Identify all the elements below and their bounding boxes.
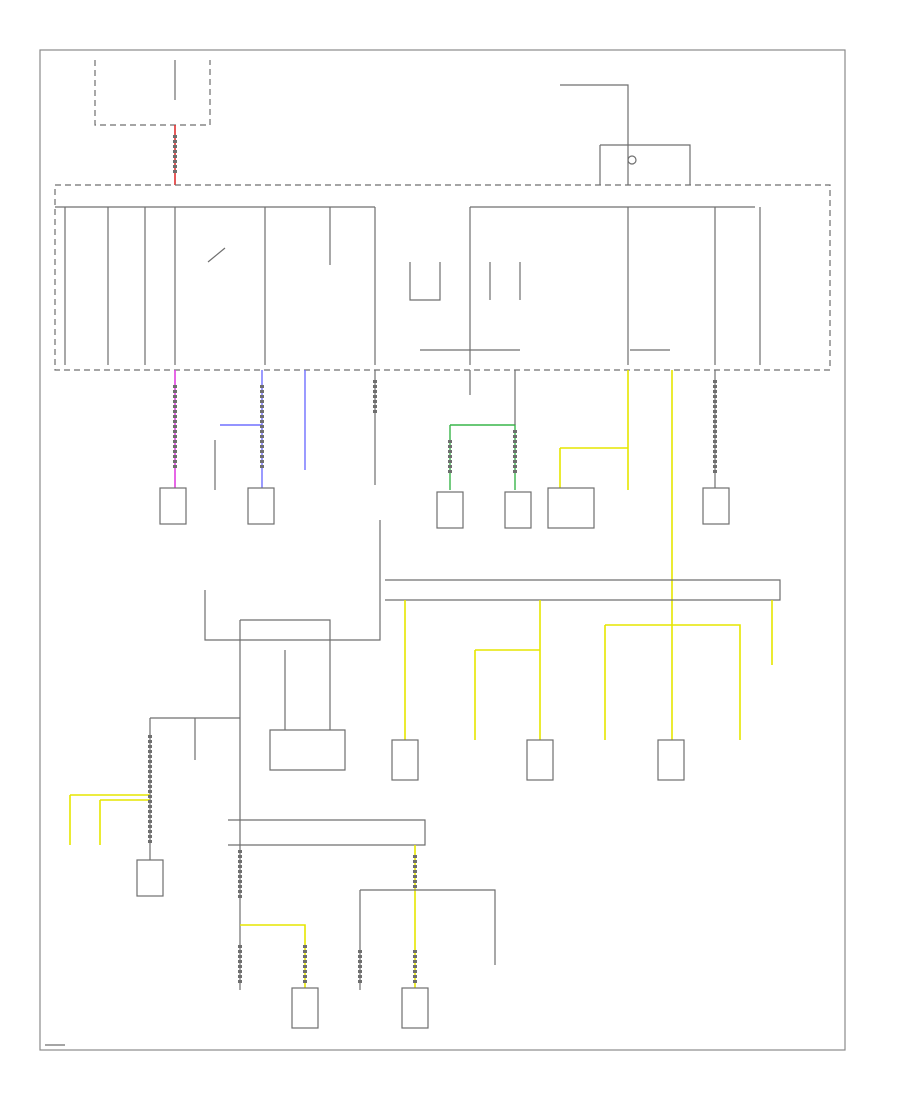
component-lower-2 xyxy=(526,739,554,781)
under-dash-fuse-box xyxy=(54,184,831,371)
component-right xyxy=(702,487,730,525)
radio-unit xyxy=(247,487,275,525)
component-center-left xyxy=(436,491,464,529)
component-lower-1 xyxy=(391,739,419,781)
yellow-drops-2 xyxy=(604,600,773,740)
lower-relay xyxy=(269,729,346,771)
bottom-connectors xyxy=(238,850,417,985)
component-bottom-1 xyxy=(291,987,319,1029)
green-feed xyxy=(469,370,516,425)
yellow-drops-1 xyxy=(404,600,541,740)
lower-left-branch xyxy=(149,717,240,860)
left-fuse-branches xyxy=(64,207,376,365)
bottom-yellow-branch xyxy=(240,924,306,990)
diagram-frame xyxy=(39,49,846,1051)
connector-green xyxy=(448,430,517,475)
component-bottom-2 xyxy=(401,987,429,1029)
relay-coil-icon xyxy=(627,155,637,165)
lower-left-yellow xyxy=(69,794,150,845)
right-fuse-branches xyxy=(469,207,761,365)
lower-left-bus xyxy=(204,520,381,650)
lower-left-feeds xyxy=(239,620,331,990)
yellow-wire-drops xyxy=(559,370,629,490)
lower-right-bus xyxy=(385,579,781,601)
underhood-fuse-box-outline xyxy=(94,60,211,126)
relay-box-outline xyxy=(599,144,691,185)
bottom-right-branch xyxy=(359,889,496,990)
bottom-bus xyxy=(228,819,426,846)
component-lower-left xyxy=(136,859,164,897)
component-lower-3 xyxy=(657,739,685,781)
ignition-feed-wire xyxy=(560,84,629,185)
cruise-control-unit xyxy=(159,487,187,525)
green-wire-drops xyxy=(449,424,516,490)
relay-contacts xyxy=(207,247,521,301)
module-yellow xyxy=(547,487,595,529)
component-center xyxy=(504,491,532,529)
